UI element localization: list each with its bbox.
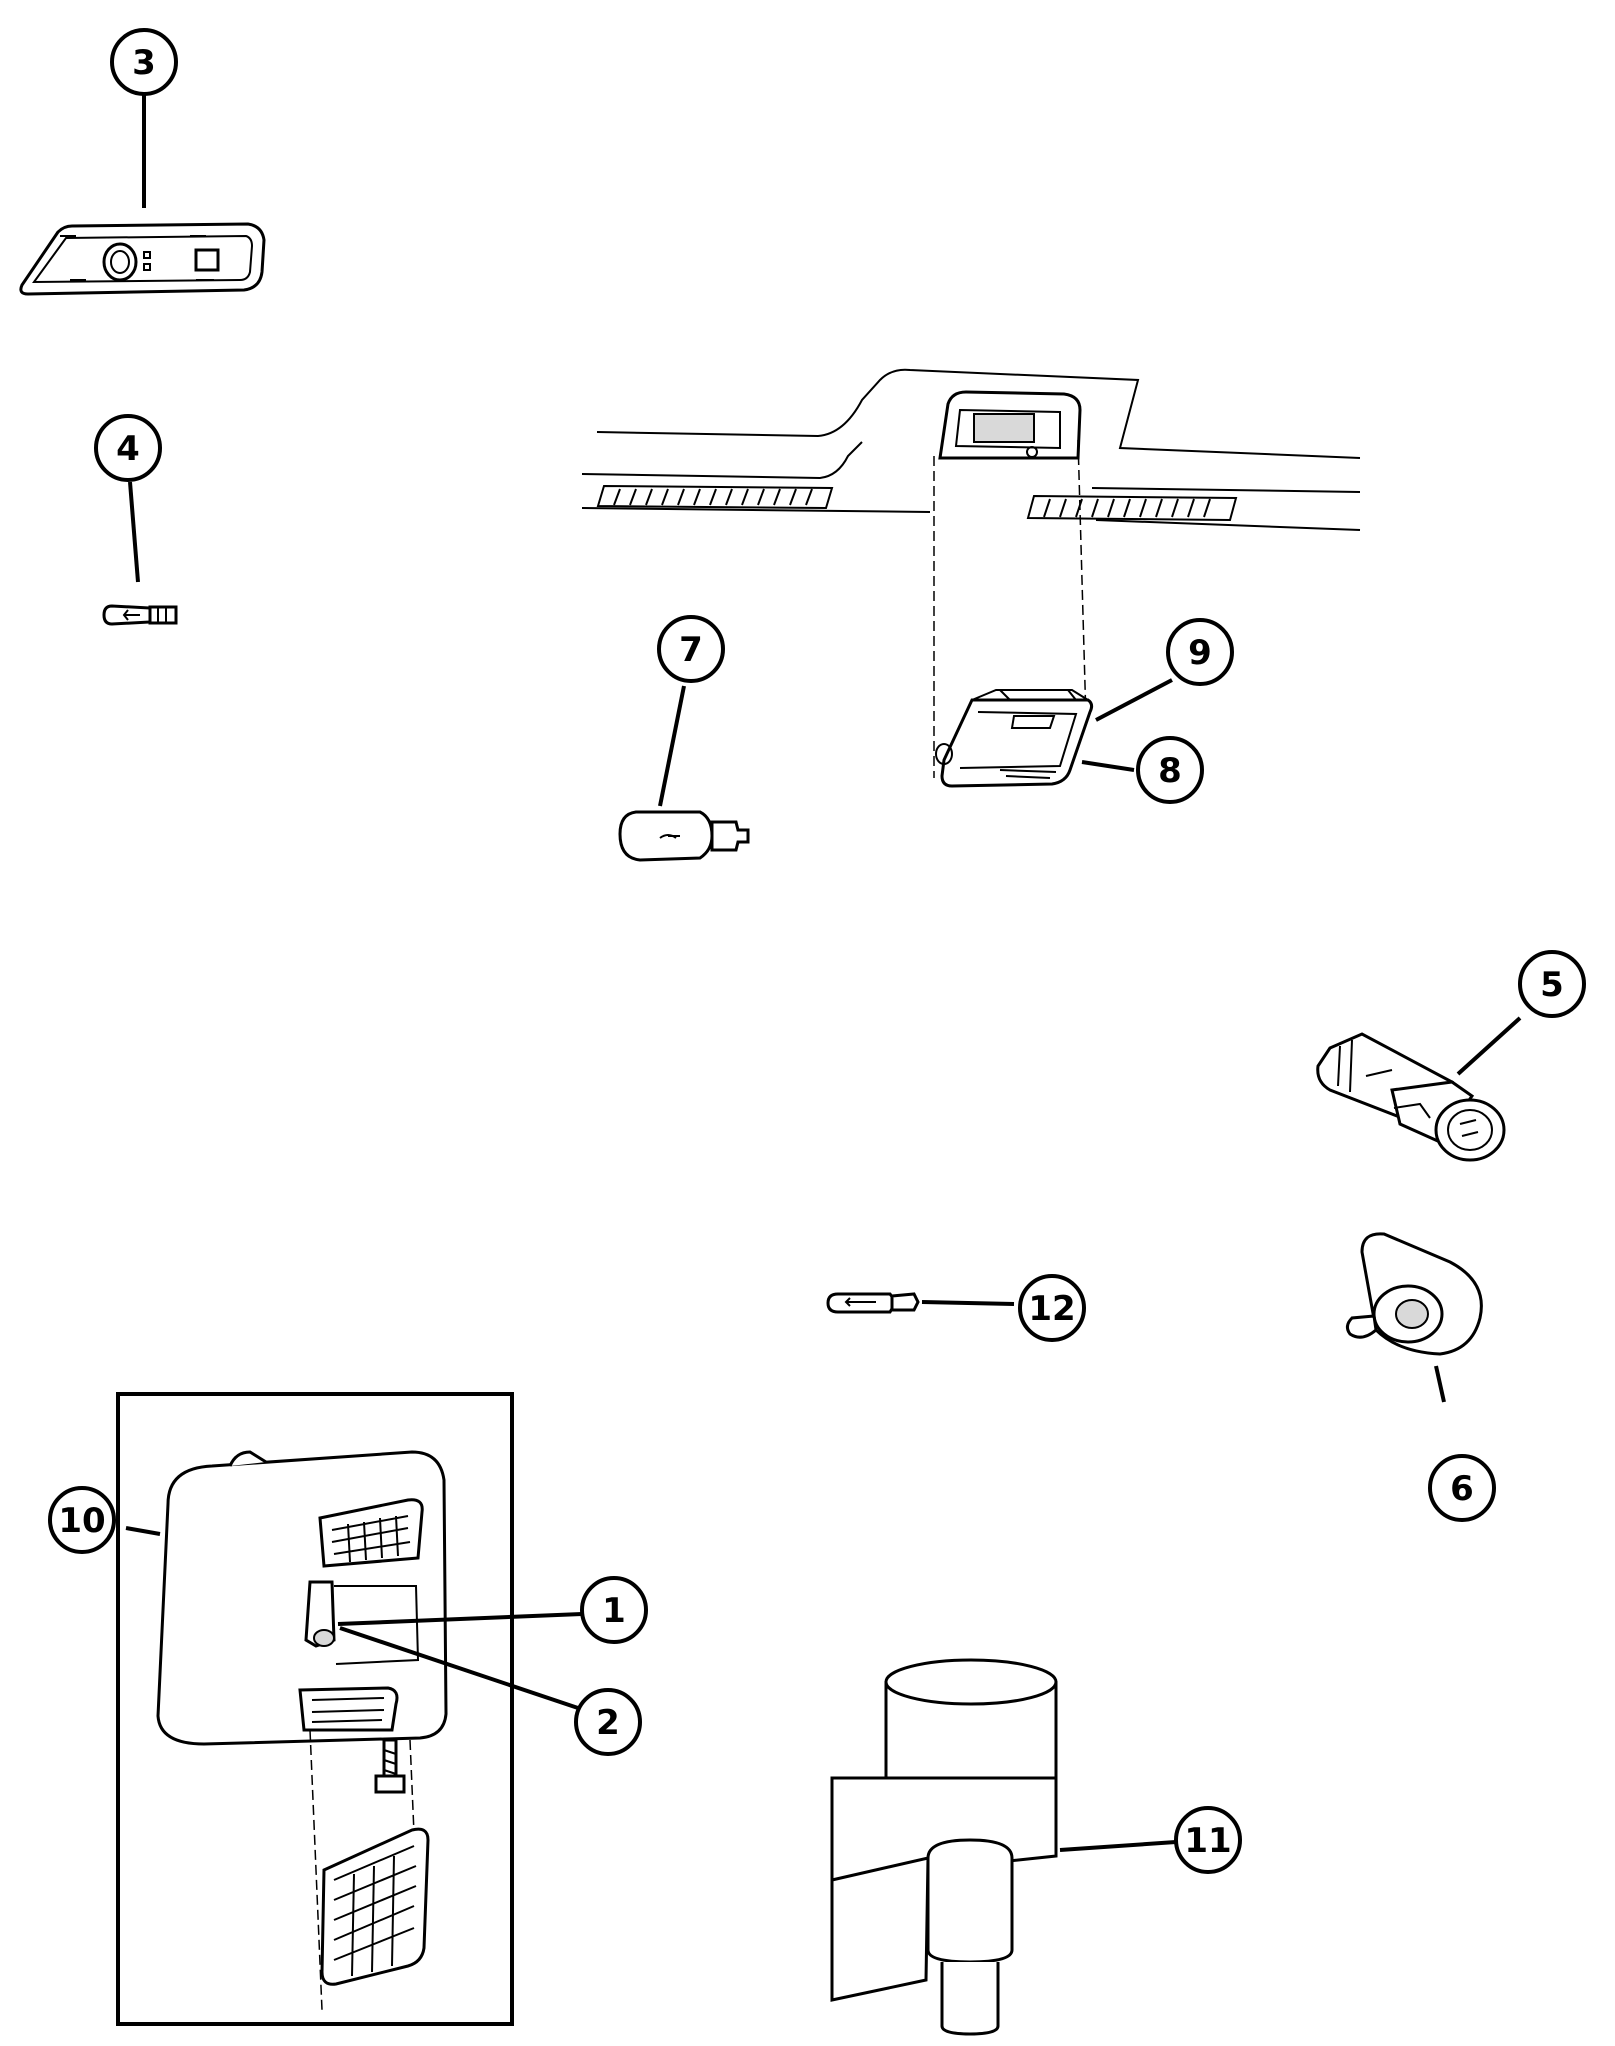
- connector-part: [1316, 1032, 1506, 1162]
- callout-5-label: 5: [1540, 965, 1564, 1005]
- callout-11-label: 11: [1184, 1821, 1231, 1861]
- callout-10-label: 10: [58, 1501, 105, 1541]
- callout-3-label: 3: [132, 43, 156, 83]
- callout-4-label: 4: [116, 429, 140, 469]
- leader-lines: [125, 94, 1522, 1852]
- wedge-bulb-part-12: [826, 1292, 920, 1314]
- projection-lines-top: [933, 439, 1087, 778]
- callout-12: 12: [1018, 1274, 1086, 1342]
- callout-7-label: 7: [679, 630, 703, 670]
- callout-1: 1: [580, 1576, 648, 1644]
- callout-9-label: 9: [1188, 633, 1212, 673]
- callout-2-label: 2: [596, 1703, 620, 1743]
- callout-6-label: 6: [1450, 1469, 1474, 1509]
- callout-2: 2: [574, 1688, 642, 1756]
- callout-11: 11: [1174, 1806, 1242, 1874]
- cargo-lamp-housing-part-10: [156, 1450, 448, 2011]
- plunger-switch-part-11: [830, 1658, 1058, 2036]
- callout-9: 9: [1166, 618, 1234, 686]
- headliner-roof: [581, 368, 1361, 531]
- bulb-socket-part-6: [1345, 1232, 1483, 1356]
- callout-5: 5: [1518, 950, 1586, 1018]
- wedge-bulb-part-7: [618, 810, 750, 862]
- callout-7: 7: [657, 615, 725, 683]
- cargo-lamp-lens-part: [935, 689, 1094, 788]
- callout-3: 3: [110, 28, 178, 96]
- dome-lamp-lens-part: [19, 222, 266, 296]
- callout-6: 6: [1428, 1454, 1496, 1522]
- callout-8-label: 8: [1158, 751, 1182, 791]
- callout-1-label: 1: [602, 1591, 626, 1631]
- callout-8: 8: [1136, 736, 1204, 804]
- wedge-bulb-part-4: [102, 604, 178, 626]
- callout-4: 4: [94, 414, 162, 482]
- callout-10: 10: [48, 1486, 116, 1554]
- inset-box: [116, 1392, 514, 2026]
- callout-12-label: 12: [1028, 1289, 1075, 1329]
